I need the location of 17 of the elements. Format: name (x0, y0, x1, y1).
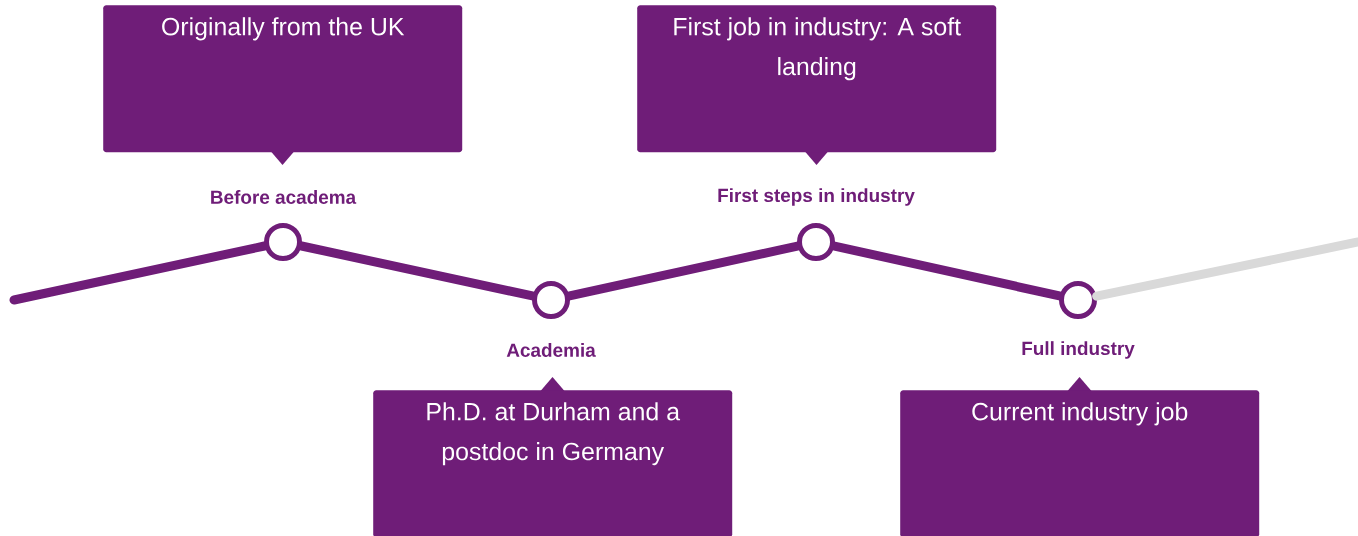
timeline-label: Academia (506, 343, 596, 357)
callout-box: Ph.D. at Durham and a postdoc in Germany (373, 377, 733, 536)
timeline-marker (797, 223, 835, 261)
callout-box: Originally from the UK (103, 5, 463, 165)
timeline-marker (532, 281, 570, 319)
timeline-marker (264, 223, 302, 261)
timeline-line (1092, 237, 1358, 301)
timeline-marker (1059, 281, 1097, 319)
timeline-label: Full industry (1022, 341, 1135, 359)
timeline-line (9, 241, 269, 305)
timeline-line (565, 241, 802, 301)
callout-box: Current industry job (900, 377, 1260, 536)
timeline-line (830, 241, 1064, 301)
callout-box: First job in industry: A soft landing (637, 5, 997, 165)
timeline-line (297, 241, 537, 301)
timeline-label: First steps in industry (718, 188, 915, 206)
timeline-label: Before academa (211, 190, 357, 204)
